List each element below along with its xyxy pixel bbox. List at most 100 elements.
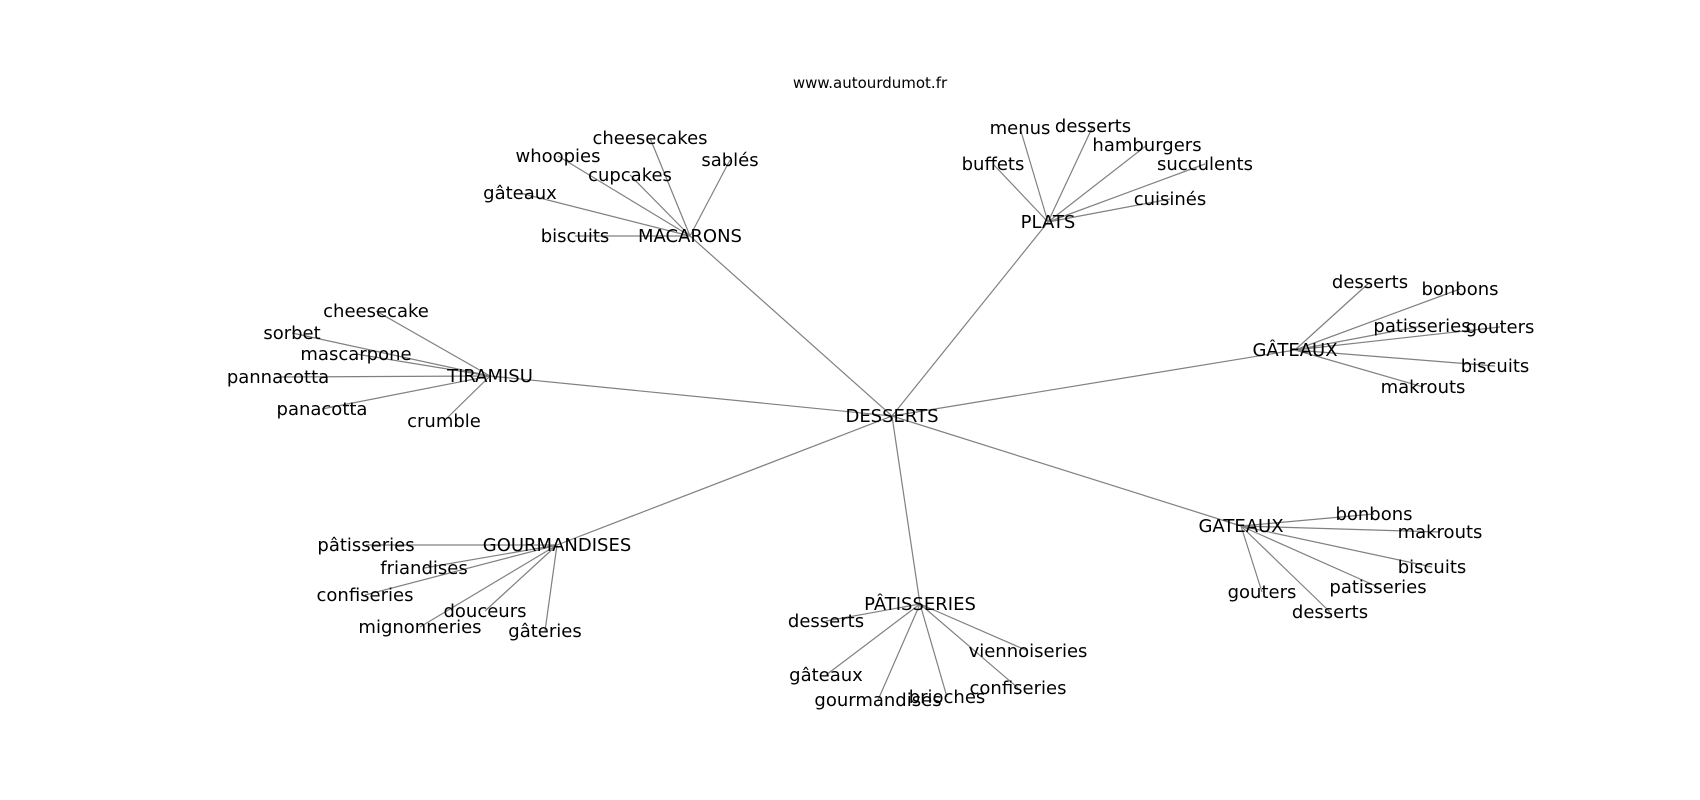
leaf-edge (689, 159, 731, 237)
root-edge (891, 221, 1049, 417)
leaf-node: succulents (1157, 154, 1253, 175)
leaf-node: patisseries (1329, 577, 1426, 598)
leaf-edge (519, 192, 691, 237)
leaf-node: hamburgers (1092, 135, 1201, 156)
leaf-edge (364, 544, 558, 596)
root-node: DESSERTS (845, 406, 938, 427)
leaf-node: pannacotta (227, 367, 329, 388)
leaf-node: whoopies (515, 146, 600, 167)
root-edge (689, 235, 893, 417)
leaf-node: confiseries (970, 678, 1067, 699)
leaf-edge (557, 155, 691, 237)
leaf-node: gouters (1228, 582, 1297, 603)
leaf-node: biscuits (1398, 557, 1467, 578)
leaf-node: gouters (1466, 317, 1535, 338)
leaf-edge (423, 544, 558, 569)
leaf-edge (919, 603, 1029, 652)
leaf-edge (443, 375, 491, 422)
leaf-node: douceurs (443, 601, 526, 622)
leaf-node: cheesecake (323, 301, 429, 322)
leaf-edge (919, 603, 948, 698)
leaf-edge (825, 603, 921, 622)
leaf-node: friandises (380, 558, 467, 579)
leaf-node: gâteaux (483, 183, 557, 204)
leaf-edge (1294, 325, 1423, 351)
leaf-node: makrouts (1381, 377, 1466, 398)
leaf-edge (1240, 525, 1441, 533)
leaf-node: gâteries (508, 621, 581, 642)
root-edge (891, 349, 1296, 417)
leaf-edge (1047, 198, 1171, 223)
hub-node: GATEAUX (1198, 516, 1283, 537)
leaf-edge (277, 375, 491, 378)
leaf-edge (1047, 163, 1206, 223)
leaf-node: menus (990, 118, 1051, 139)
leaf-edge (321, 375, 491, 410)
leaf-node: bonbons (1335, 504, 1412, 525)
leaf-node: gourmandises (814, 690, 941, 711)
hub-node: GÂTEAUX (1252, 339, 1337, 361)
leaf-node: desserts (788, 611, 864, 632)
leaf-edge (1294, 349, 1424, 388)
graph-labels: DESSERTSMACARONSbiscuitsgâteauxwhoopiesc… (227, 116, 1535, 711)
leaf-node: brioches (909, 687, 986, 708)
leaf-edge (1294, 288, 1461, 351)
graph-edges (277, 125, 1501, 701)
leaf-node: biscuits (1461, 356, 1530, 377)
leaf-edge (544, 544, 558, 632)
source-label: www.autourdumot.fr (793, 74, 948, 92)
leaf-node: sablés (701, 150, 758, 171)
leaf-node: desserts (1292, 602, 1368, 623)
leaf-node: mignonneries (358, 617, 481, 638)
leaf-edge (629, 174, 691, 237)
leaf-node: panacotta (277, 399, 368, 420)
leaf-node: cheesecakes (592, 128, 707, 149)
leaf-node: sorbet (263, 323, 320, 344)
leaf-node: desserts (1055, 116, 1131, 137)
leaf-node: confiseries (317, 585, 414, 606)
leaf-node: cupcakes (588, 165, 672, 186)
hub-node: TIRAMISU (446, 366, 533, 387)
leaf-node: patisseries (1373, 316, 1470, 337)
leaf-node: makrouts (1398, 522, 1483, 543)
hub-node: PLATS (1021, 212, 1076, 233)
leaf-node: cuisinés (1134, 189, 1207, 210)
leaf-edge (649, 137, 691, 237)
leaf-edge (1047, 125, 1094, 223)
hub-node: MACARONS (638, 226, 742, 247)
leaf-edge (992, 163, 1049, 223)
leaf-edge (1294, 281, 1371, 351)
leaf-edge (1019, 127, 1049, 223)
leaf-edge (919, 603, 1019, 689)
leaf-node: desserts (1332, 272, 1408, 293)
leaf-node: buffets (962, 154, 1025, 175)
hub-node: GOURMANDISES (483, 535, 632, 556)
root-edge (489, 375, 893, 417)
leaf-edge (355, 353, 491, 377)
hub-node: PÂTISSERIES (864, 593, 976, 615)
leaf-edge (1240, 513, 1375, 527)
leaf-edge (375, 310, 491, 377)
leaf-node: crumble (407, 411, 481, 432)
leaf-edge (1294, 326, 1501, 351)
root-edge (891, 415, 1242, 527)
leaf-edge (1240, 525, 1263, 593)
leaf-edge (1240, 525, 1379, 588)
leaf-node: viennoiseries (969, 641, 1088, 662)
leaf-node: bonbons (1421, 279, 1498, 300)
root-edge (556, 415, 893, 546)
leaf-edge (1047, 144, 1148, 223)
leaf-node: mascarpone (300, 344, 411, 365)
leaf-node: gâteaux (789, 665, 863, 686)
leaf-edge (1240, 525, 1331, 613)
leaf-edge (291, 332, 491, 377)
leaf-edge (877, 603, 921, 701)
leaf-edge (825, 603, 921, 676)
leaf-edge (1294, 349, 1496, 367)
leaf-edge (484, 544, 558, 612)
leaf-edge (419, 544, 558, 628)
leaf-node: biscuits (541, 226, 610, 247)
leaf-node: pâtisseries (317, 535, 414, 556)
root-edge (891, 415, 921, 605)
